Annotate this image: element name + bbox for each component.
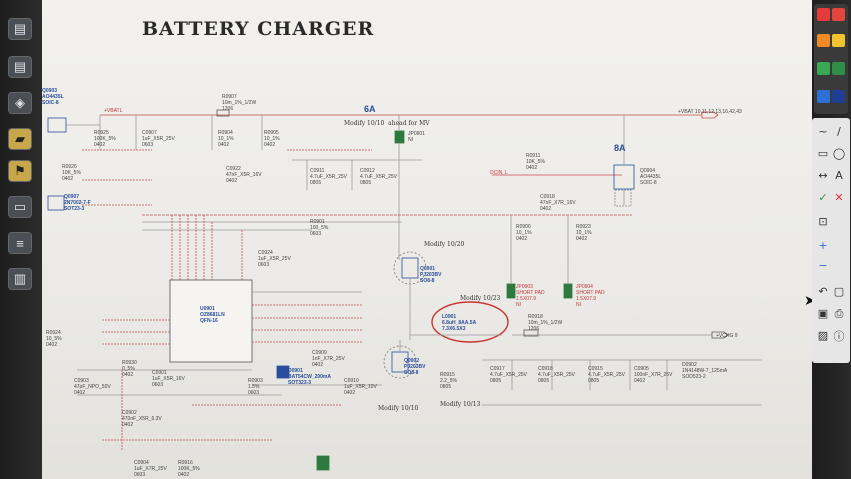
color-swatch-green-2[interactable]: [832, 62, 845, 75]
note-1020: Modify 10/20: [424, 241, 465, 248]
crop-icon[interactable]: ⊡: [818, 215, 828, 228]
r0926-label: R0926 10K_5% 0402: [62, 164, 81, 182]
check-icon[interactable]: ✓: [818, 191, 828, 204]
layers-icon[interactable]: ≡: [8, 232, 32, 254]
color-swatch-red-2[interactable]: [832, 8, 845, 21]
c0905-label: C0905 100nF_X7R_25V 0402: [634, 366, 673, 384]
d0901-label: D0901 BAT54CW_200mA SOT323-3: [288, 368, 331, 386]
document-icon[interactable]: ▤: [8, 18, 32, 40]
schematic-drawing: [47, 109, 762, 471]
c0922-label: C0922 47nF_X5R_16V 0402: [226, 166, 262, 184]
mouse-cursor-icon: ➤: [804, 293, 812, 309]
line-icon[interactable]: /: [837, 125, 841, 138]
c0902-label: C0902 470nF_X5R_6.3V 0402: [122, 410, 162, 428]
bookmark-icon[interactable]: ◈: [8, 92, 32, 114]
image-icon[interactable]: ▨: [817, 329, 829, 342]
r0916-label: R0916 100K_5% 0402: [178, 460, 200, 478]
c0918b-label: C0918 4.7uF_X5R_25V 0805: [538, 366, 575, 384]
minus-icon[interactable]: −: [818, 259, 828, 272]
schematic-sheet: BATTERY CHARGER +VBATL +VBAT 10,11,12,13…: [42, 0, 812, 479]
color-swatch-red[interactable]: [817, 8, 830, 21]
left-toolbar: ▤ ▤ ◈ ▰ ⚑ ▭ ≡ ▥: [0, 0, 42, 479]
chat-icon[interactable]: ▭: [8, 196, 32, 218]
c0907-label: C0907 1uF_X5R_25V 0603: [142, 130, 175, 148]
pen-icon[interactable]: ~: [818, 125, 828, 138]
jp0904-label: JP0904 SHORT PAD 1.5X07.9 NI: [576, 284, 605, 308]
dcin-net-label: DCIN_L: [490, 170, 508, 176]
l0901-label: L0901 6.8uH_8AA.5A 7.3X6.5X3: [442, 314, 477, 332]
vchg-net-label: +VCHG 9: [716, 333, 738, 339]
c0917-label: C0917 4.7uF_X5R_25V 0805: [490, 366, 527, 384]
plus-icon[interactable]: +: [818, 239, 828, 252]
jp0901-label: JP0901 NI: [408, 131, 425, 143]
note-1023: Modify 10/23: [460, 295, 501, 302]
q0903-label: Q0903 AO4435L SOIC-8: [42, 88, 64, 106]
jp0903-label: JP0903 SHORT PAD 1.5X07.9 NI: [516, 284, 545, 308]
note-1010: Modify 10/10: [378, 405, 419, 412]
r0903-label: R0903 1.5% 0603: [248, 378, 263, 396]
u0901-label: U0901 OZ8681LN QFN-16: [200, 306, 225, 324]
color-swatch-green[interactable]: [817, 62, 830, 75]
r0930-label: R0930 0_5% 0402: [122, 360, 137, 378]
c0904-label: C0904 1uF_X7R_25V 0603: [134, 460, 167, 478]
stamp-icon[interactable]: ▥: [8, 268, 32, 290]
q0904-label: Q0904 AO4435L SOIC-8: [640, 168, 662, 186]
annotation-tools: ~ / ▭ ◯ ↔ A ✓ ✕ ⊡ + − ↶ ▢ ▣ ⎙ ▨ ⓘ: [812, 118, 850, 363]
r0907-label: R0907 10m_1%_1/2W 1206: [222, 94, 257, 112]
info-icon[interactable]: ⓘ: [833, 329, 845, 343]
color-swatch-blue[interactable]: [817, 90, 830, 103]
r0924-label: R0924 10_5% 0402: [46, 330, 62, 348]
r0925-label: R0925 100K_5% 0402: [94, 130, 116, 148]
print-icon[interactable]: ⎙: [834, 306, 844, 320]
c0911-label: C0911 4.7uF_X5R_25V 0805: [310, 168, 347, 186]
undo-icon[interactable]: ↶: [818, 285, 828, 298]
r0923-label: R0923 10_1% 0402: [576, 224, 592, 242]
color-palette: [814, 4, 848, 114]
r0906-label: R0906 10_1% 0402: [516, 224, 532, 242]
c0912-label: C0912 4.7uF_X5R_25V 0805: [360, 168, 397, 186]
c0924-label: C0924 1uF_X5R_25V 0603: [258, 250, 291, 268]
r0904-label: R0904 10_1% 0402: [218, 130, 234, 148]
vbat-net-label: +VBAT 10,11,12,13,16,42,43: [678, 109, 742, 115]
folder-icon[interactable]: ▰: [8, 128, 32, 150]
q0907-label: Q0907 2N7002-7-F SOT23-3: [64, 194, 91, 212]
flag-icon[interactable]: ⚑: [8, 160, 32, 182]
c0903-label: C0903 47pF_NPO_50V 0402: [74, 378, 111, 396]
arrow-icon[interactable]: ↔: [818, 169, 828, 182]
r0901-label: R0901 100_5% 0603: [310, 219, 329, 237]
c0901-label: C0901 1uF_X5R_16V 0603: [152, 370, 185, 388]
color-swatch-yellow[interactable]: [832, 34, 845, 47]
note-1013: Modify 10/13: [440, 401, 481, 408]
ellipse-icon[interactable]: ◯: [832, 147, 846, 160]
d0902-label: D0902 1N4148W-7_125mA SOD523-2: [682, 362, 728, 380]
c0910-label: C0910 1uF_X5R_10V 0402: [344, 378, 377, 396]
r0918-label: R0918 10m_1%_1/2W 1206: [528, 314, 563, 332]
vbatl-net-label: +VBATL: [104, 108, 123, 114]
document-icon[interactable]: ▤: [8, 56, 32, 78]
current-6a-label: 6A: [364, 104, 376, 114]
close-icon[interactable]: ✕: [834, 191, 844, 204]
color-swatch-navy[interactable]: [832, 90, 845, 103]
c0909-label: C0909 1nF_X7R_25V 0402: [312, 350, 345, 368]
q0901-label: Q0901 PJ203BV SO8-8: [420, 266, 442, 284]
c0915-label: C0915 4.7uF_X5R_25V 0805: [588, 366, 625, 384]
copy-icon[interactable]: ▢: [833, 285, 845, 298]
note-mv: Modify 10/10 ahead for MV: [344, 120, 430, 127]
rectangle-icon[interactable]: ▭: [817, 147, 829, 160]
save-icon[interactable]: ▣: [817, 307, 829, 320]
color-swatch-orange[interactable]: [817, 34, 830, 47]
page-title: BATTERY CHARGER: [142, 18, 375, 40]
r0911-label: R0911 10K_5% 0402: [526, 153, 545, 171]
current-8a-label: 8A: [614, 143, 626, 153]
text-icon[interactable]: A: [835, 169, 843, 182]
r0915-label: R0915 2.2_5% 0805: [440, 372, 457, 390]
c0918-label: C0918 47nF_X7R_16V 0402: [540, 194, 576, 212]
q0902-label: Q0902 PJ203BV SO8-8: [404, 358, 426, 376]
r0905-label: R0905 10_1% 0402: [264, 130, 280, 148]
